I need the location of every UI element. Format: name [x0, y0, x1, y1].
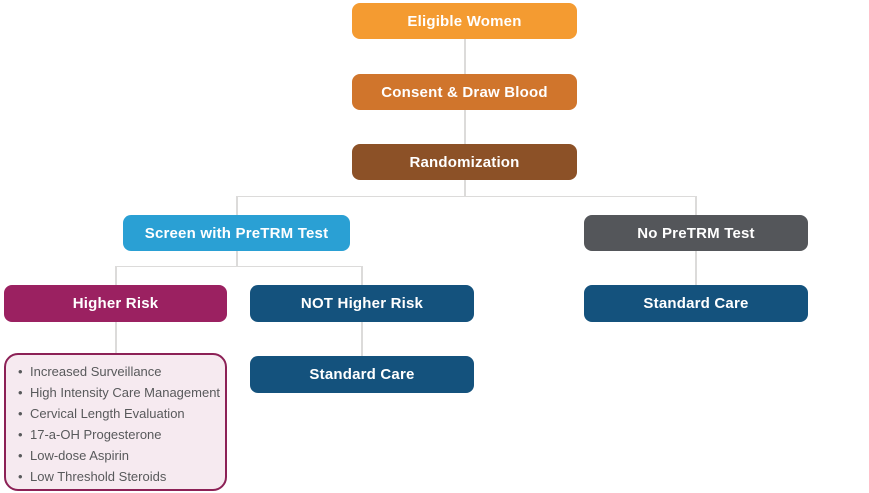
list-item: Cervical Length Evaluation — [16, 403, 219, 424]
node-screen-with-pretrm-test: Screen with PreTRM Test — [123, 215, 350, 251]
list-item: Low-dose Aspirin — [16, 445, 219, 466]
higher-risk-interventions-box: Increased Surveillance High Intensity Ca… — [4, 353, 227, 491]
connector-line — [361, 266, 363, 285]
node-eligible-women: Eligible Women — [352, 3, 577, 39]
connector-line — [236, 196, 697, 197]
connector-line — [695, 196, 697, 215]
connector-line — [464, 180, 466, 197]
list-item: 17-a-OH Progesterone — [16, 424, 219, 445]
node-standard-care-no-test: Standard Care — [584, 285, 808, 322]
node-no-pretrm-test: No PreTRM Test — [584, 215, 808, 251]
node-not-higher-risk: NOT Higher Risk — [250, 285, 474, 322]
connector-line — [464, 110, 466, 144]
connector-line — [236, 251, 238, 267]
connector-line — [695, 251, 697, 285]
node-higher-risk: Higher Risk — [4, 285, 227, 322]
node-consent-draw-blood: Consent & Draw Blood — [352, 74, 577, 110]
connector-line — [361, 322, 363, 356]
connector-line — [464, 39, 466, 74]
node-randomization: Randomization — [352, 144, 577, 180]
list-item: High Intensity Care Management — [16, 382, 220, 403]
interventions-list: Increased Surveillance High Intensity Ca… — [16, 361, 220, 487]
connector-line — [115, 266, 117, 285]
connector-line — [115, 322, 117, 353]
list-item: Increased Surveillance — [16, 361, 219, 382]
connector-line — [236, 196, 238, 215]
connector-line — [115, 266, 363, 267]
node-standard-care-not-higher-risk: Standard Care — [250, 356, 474, 393]
list-item: Low Threshold Steroids — [16, 466, 219, 487]
